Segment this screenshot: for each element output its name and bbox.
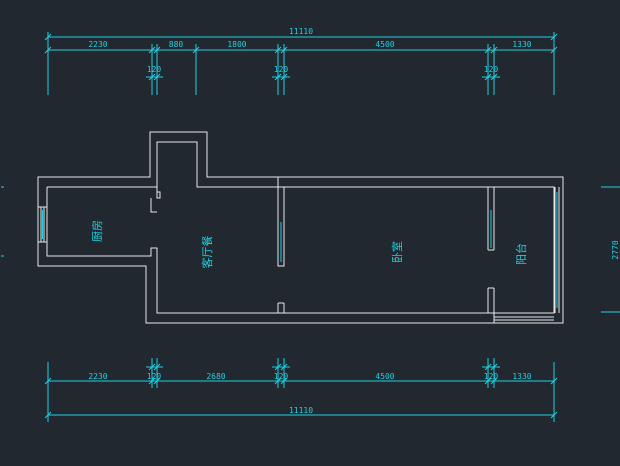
top-wall-label: 120 — [274, 65, 289, 74]
top-dimension-labels: 11110 2230 880 1800 4500 1330 120 120 12… — [88, 27, 531, 74]
room-label-living-dining: 客厅餐 — [200, 236, 214, 269]
top-wall-label: 120 — [147, 65, 162, 74]
top-segment-label: 1800 — [227, 40, 246, 49]
walls — [37, 131, 564, 324]
room-labels: 厨房 客厅餐 卧室 阳台 — [91, 220, 528, 269]
top-segment-label: 4500 — [375, 40, 394, 49]
top-dimension-chain — [44, 32, 558, 95]
top-segment-label: 1330 — [512, 40, 531, 49]
top-total-label: 11110 — [289, 27, 313, 36]
bottom-dimension-labels: 2230 2680 4500 1330 120 120 120 11110 — [88, 372, 531, 415]
bottom-segment-label: 1330 — [512, 372, 531, 381]
bottom-wall-label: 120 — [274, 372, 289, 381]
bottom-wall-label: 120 — [484, 372, 499, 381]
bottom-dimension-chain — [44, 358, 558, 422]
bottom-segment-label: 2680 — [206, 372, 225, 381]
bottom-total-label: 11110 — [289, 406, 313, 415]
top-segment-label: 880 — [169, 40, 184, 49]
openings — [42, 192, 558, 308]
room-label-bedroom: 卧室 — [390, 241, 404, 263]
bottom-segment-label: 2230 — [88, 372, 107, 381]
right-dimension — [1, 186, 620, 313]
top-segment-label: 2230 — [88, 40, 107, 49]
bottom-wall-label: 120 — [147, 372, 162, 381]
bottom-segment-label: 4500 — [375, 372, 394, 381]
top-wall-label: 120 — [484, 65, 499, 74]
room-label-balcony: 阳台 — [514, 243, 528, 265]
room-label-kitchen: 厨房 — [91, 220, 104, 242]
right-dimension-label: 2770 — [611, 240, 620, 259]
